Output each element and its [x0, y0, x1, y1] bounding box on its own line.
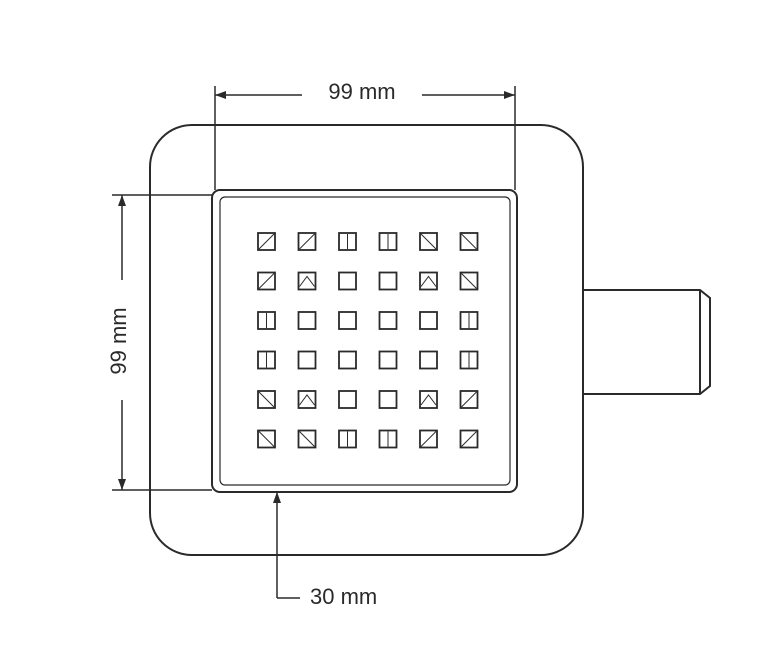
grate-hole-grid [257, 232, 479, 449]
grate-hole [459, 271, 479, 291]
grate-hole [419, 271, 438, 291]
grate-hole [459, 311, 479, 330]
grate-hole [378, 232, 398, 251]
outlet-pipe [583, 289, 711, 395]
grate-hole [338, 311, 357, 330]
grate-plate-outer [211, 189, 518, 493]
grate-hole [257, 271, 276, 291]
grate-hole [297, 311, 317, 330]
grate-hole [257, 390, 276, 409]
bottom-depth-label: 30 mm [310, 584, 377, 609]
grate-hole [257, 311, 276, 330]
grate-hole [338, 350, 357, 370]
top-width-label: 99 mm [328, 79, 395, 104]
grate-hole [297, 232, 317, 251]
grate-hole [378, 390, 398, 409]
top-width-dimension [214, 86, 516, 190]
grate-hole [378, 271, 398, 291]
grate-hole [297, 350, 317, 370]
grate-hole [419, 232, 438, 251]
grate-hole [419, 350, 438, 370]
grate-hole [378, 311, 398, 330]
grate-hole [338, 271, 357, 291]
grate-hole [459, 232, 479, 251]
grate-hole [257, 232, 276, 251]
grate-hole [257, 429, 276, 449]
grate-hole [419, 390, 438, 409]
grate-plate-inner [219, 196, 511, 486]
grate-hole [257, 350, 276, 370]
left-height-dimension [112, 194, 212, 491]
grate-hole [338, 429, 357, 449]
grate-hole [297, 271, 317, 291]
left-height-label: 99 mm [106, 307, 131, 374]
grate-hole [459, 390, 479, 409]
grate-hole [419, 429, 438, 449]
grate-hole [459, 350, 479, 370]
grate-hole [338, 390, 357, 409]
grate-hole [297, 390, 317, 409]
grate-hole [378, 429, 398, 449]
grate-hole [297, 429, 317, 449]
grate-hole [459, 429, 479, 449]
bottom-depth-dimension [273, 492, 300, 599]
grate-hole [378, 350, 398, 370]
grate-hole [338, 232, 357, 251]
drain-body-outline [149, 124, 584, 556]
grate-hole [419, 311, 438, 330]
